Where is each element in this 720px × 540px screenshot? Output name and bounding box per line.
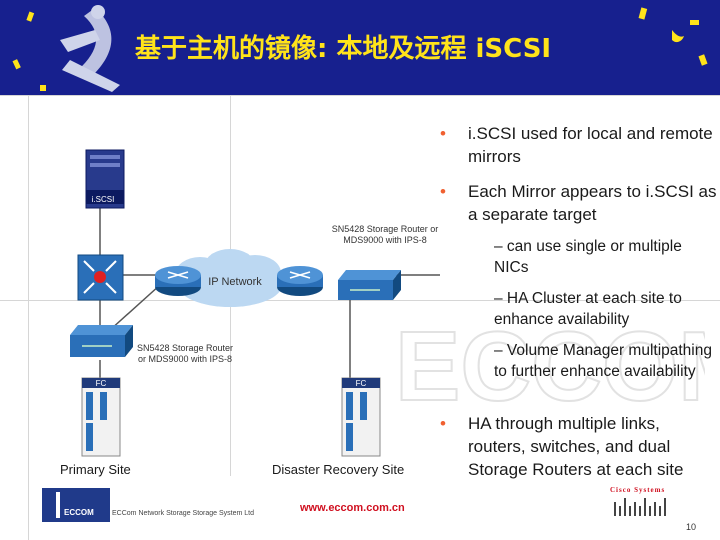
switch-icon xyxy=(77,254,124,301)
cisco-logo: Cisco Systems xyxy=(610,486,676,518)
sub-bullet-item: – Volume Manager multipathing to further… xyxy=(494,342,712,380)
router-icon xyxy=(277,266,323,296)
fc-storage-array-icon xyxy=(341,377,381,457)
eccom-logo: ECCOM xyxy=(42,488,110,522)
sub-bullet-item: – can use single or multiple NICs xyxy=(494,238,682,276)
sub-bullet-item: – HA Cluster at each site to enhance ava… xyxy=(494,290,682,328)
iscsi-label: i.SCSI xyxy=(92,195,115,204)
eccom-logo-text: ECCOM xyxy=(64,508,94,517)
title-banner: 基于主机的镜像: 本地及远程 iSCSI xyxy=(0,0,720,95)
network-label: IP Network xyxy=(208,276,262,288)
storage-router-icon xyxy=(338,270,401,300)
eccom-watermark: ECCOM xyxy=(395,318,705,408)
fc-label-left: FC xyxy=(96,379,107,388)
grid-line xyxy=(28,96,29,540)
page-number: 10 xyxy=(686,522,697,532)
router-icon xyxy=(155,266,201,296)
dr-site-label: Disaster Recovery Site xyxy=(272,462,405,477)
footer-url[interactable]: www.eccom.com.cn xyxy=(300,502,405,514)
primary-site-label: Primary Site xyxy=(60,462,131,477)
grid-line xyxy=(0,95,720,96)
iscsi-server-icon xyxy=(85,149,125,209)
grid-line xyxy=(0,300,720,301)
fc-storage-array-icon xyxy=(81,377,121,457)
network-diagram: i.SCSI xyxy=(70,149,440,457)
router-label-left: SN5428 Storage Router or MDS9000 with IP… xyxy=(136,343,234,364)
decorative-banner-art xyxy=(12,5,708,92)
router-label-top: SN5428 Storage Router or MDS9000 with IP… xyxy=(331,224,439,245)
cisco-bars-icon xyxy=(614,498,666,516)
watermark-text: ECCOM xyxy=(395,318,705,408)
page-title: 基于主机的镜像: 本地及远程 iSCSI xyxy=(135,34,552,64)
ip-network-cloud xyxy=(175,249,282,307)
footer-tagline: ECCom Network Storage Storage System Ltd xyxy=(112,510,255,517)
fc-label-right: FC xyxy=(356,379,367,388)
cisco-logo-text: Cisco Systems xyxy=(610,486,666,494)
storage-router-icon xyxy=(70,325,133,357)
